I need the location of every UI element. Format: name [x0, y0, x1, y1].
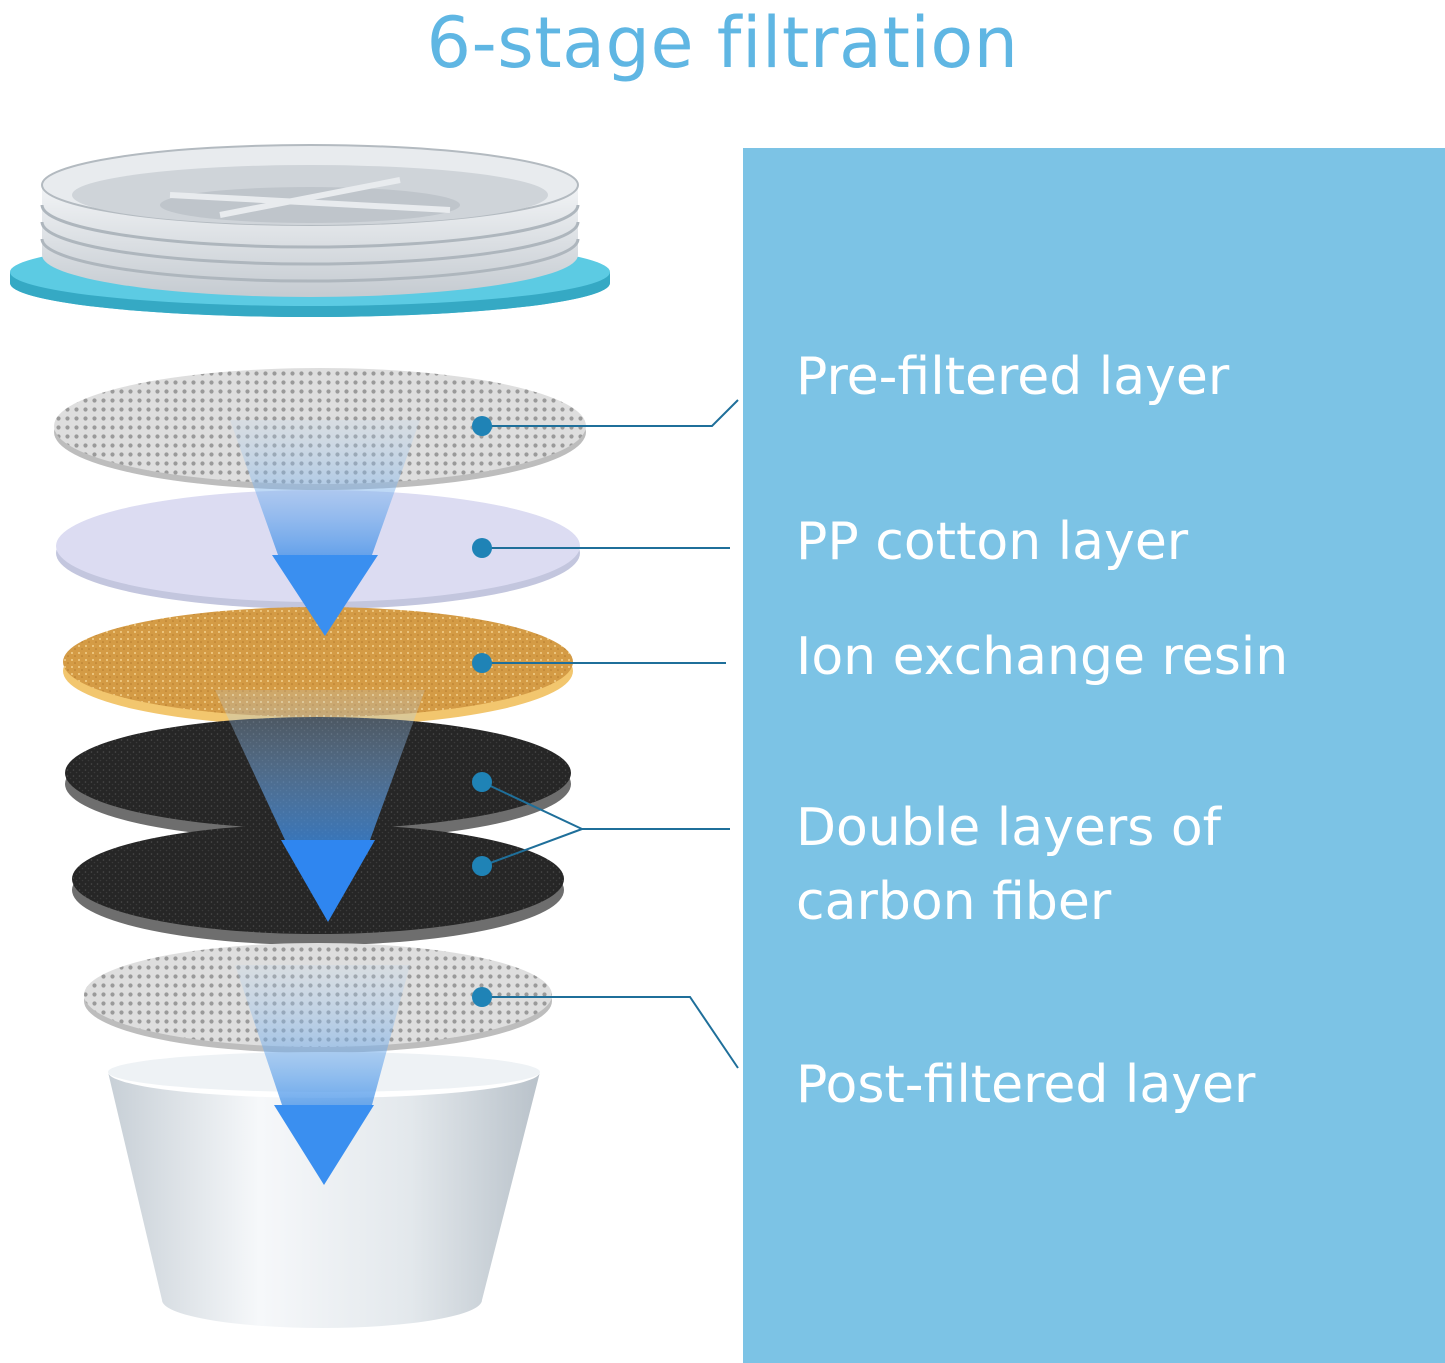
marker-dot-post-filtered: [472, 987, 492, 1007]
label-carbon-fiber-line2: carbon fiber: [796, 872, 1112, 932]
info-panel: [743, 148, 1445, 1363]
flow-arrow-icon: [215, 420, 425, 1185]
label-post-filtered: Post-filtered layer: [796, 1055, 1256, 1115]
marker-dot-pp-cotton: [472, 538, 492, 558]
leader-line-post-filtered: [482, 996, 739, 1069]
marker-dot-pre-filtered: [472, 416, 492, 436]
leader-line-carbon-2: [481, 828, 583, 867]
marker-dot-carbon-1: [472, 772, 492, 792]
leader-lines: [481, 399, 739, 1069]
label-carbon-fiber-line1: Double layers of: [796, 798, 1221, 858]
filter-cap-icon: [10, 144, 610, 317]
marker-dot-ion-exchange: [472, 653, 492, 673]
ion-exchange-disc: [63, 607, 573, 726]
label-pp-cotton: PP cotton layer: [796, 512, 1189, 572]
page-title: 6-stage filtration: [426, 2, 1019, 84]
label-pre-filtered: Pre-filtered layer: [796, 347, 1230, 407]
marker-dot-carbon-2: [472, 856, 492, 876]
label-ion-exchange: Ion exchange resin: [796, 627, 1289, 687]
leader-line-pre-filtered: [482, 399, 739, 427]
